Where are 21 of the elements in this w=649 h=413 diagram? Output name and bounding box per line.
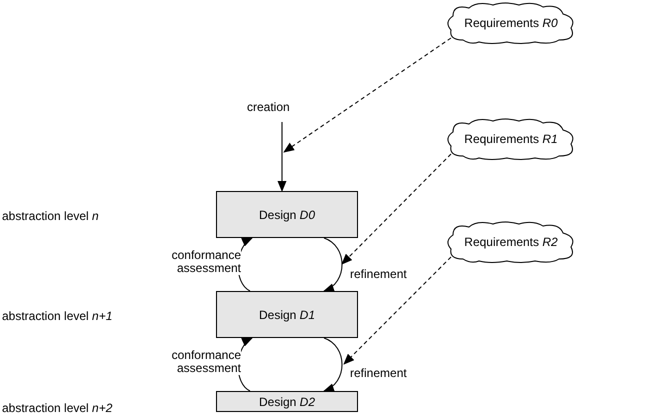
cloud-label: Requirements R0 — [464, 15, 558, 32]
cloud-label: Requirements R2 — [464, 234, 558, 251]
cloud-label: Requirements R1 — [464, 131, 558, 148]
edge-label: refinement — [350, 367, 407, 380]
edge-label: refinement — [350, 268, 407, 281]
design-box — [216, 191, 358, 238]
level-label: abstraction level n+1 — [2, 308, 112, 325]
dashed-arrow — [341, 154, 452, 265]
arrow — [323, 338, 342, 392]
box-label: Design D0 — [258, 206, 316, 224]
arrow — [278, 122, 286, 192]
level-label: abstraction level n+2 — [2, 400, 112, 413]
dashed-arrow — [343, 256, 452, 365]
design-box — [216, 291, 358, 338]
arrow — [323, 238, 342, 292]
edge-label: creation — [247, 101, 290, 114]
box-label: Design D1 — [258, 306, 316, 324]
box-label: Design D2 — [258, 394, 316, 410]
level-label: abstraction level n — [2, 208, 99, 225]
dashed-arrow — [283, 38, 452, 153]
design-box — [216, 391, 358, 412]
